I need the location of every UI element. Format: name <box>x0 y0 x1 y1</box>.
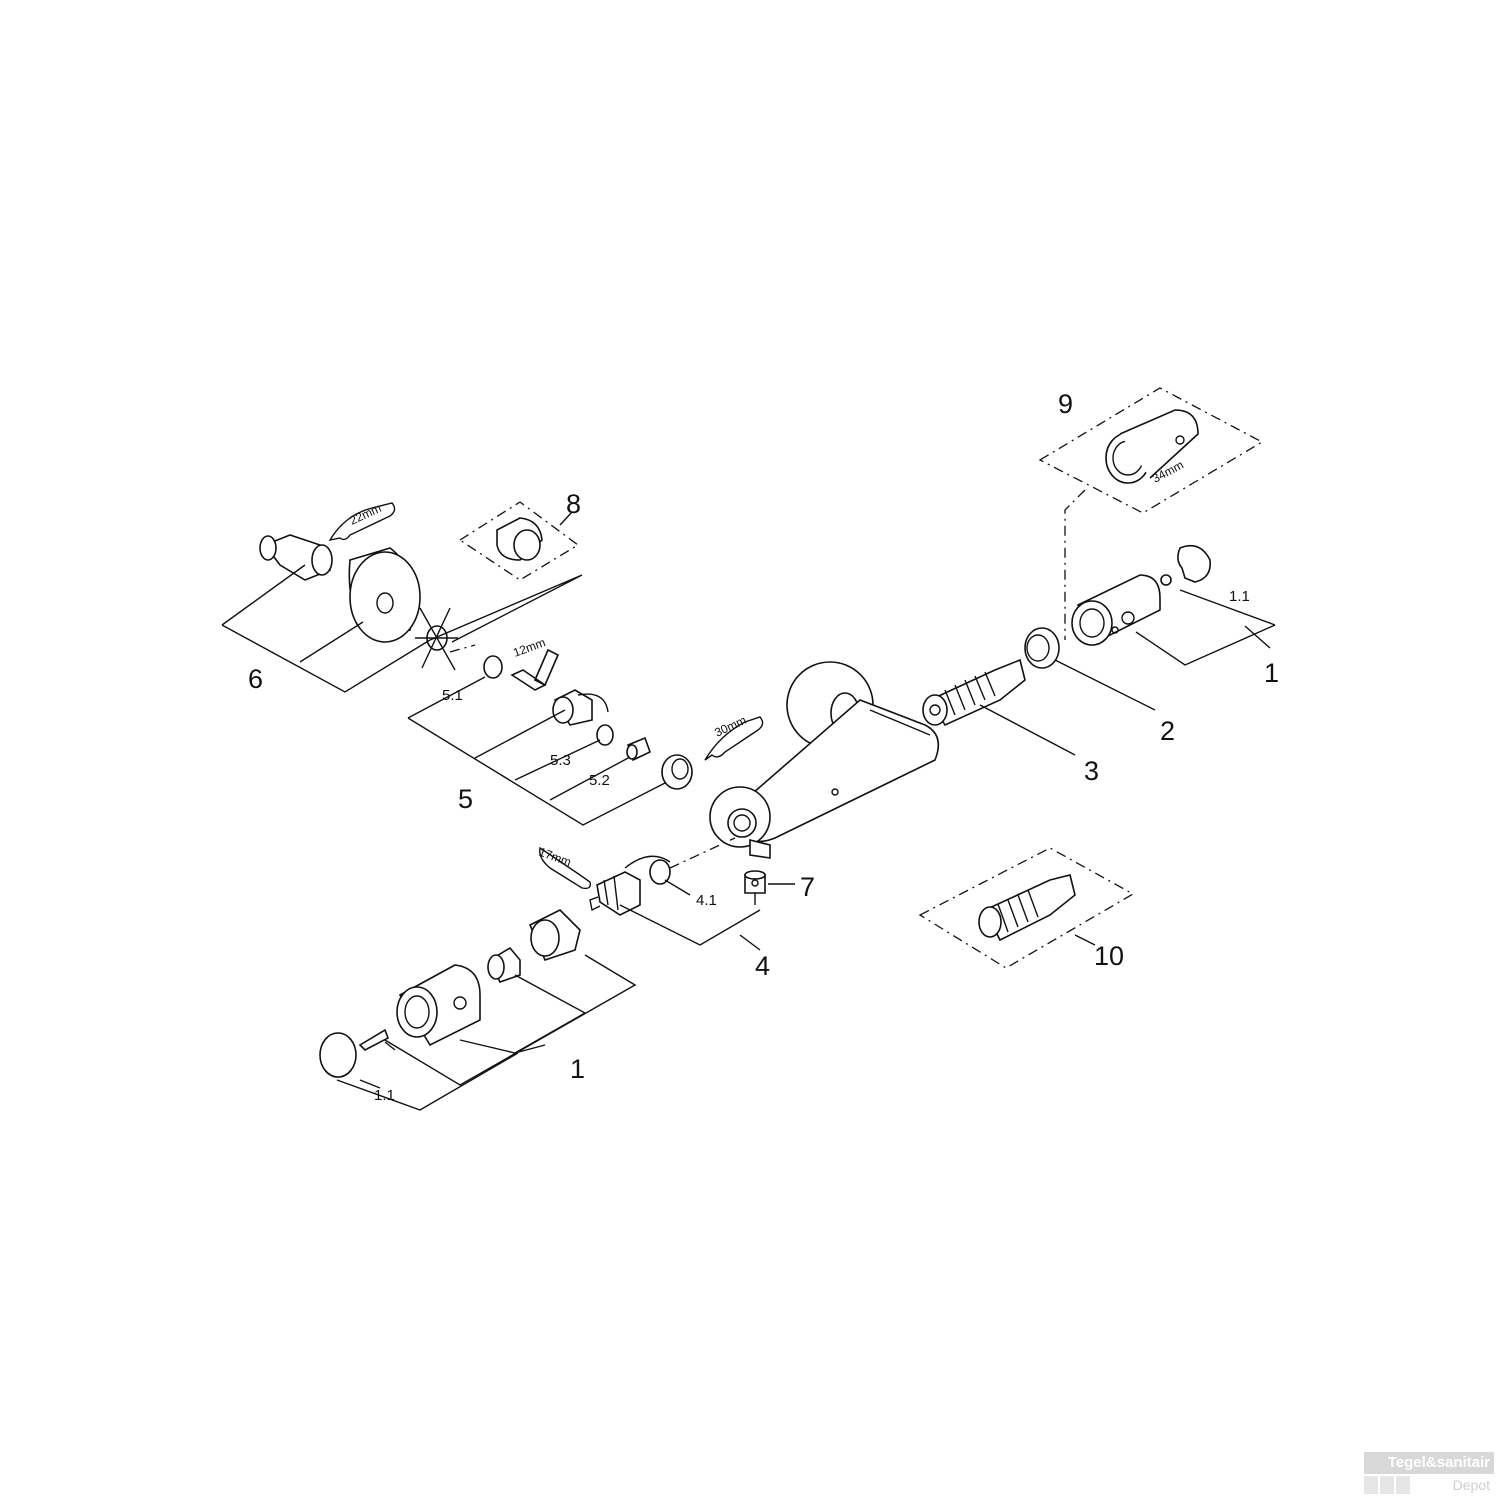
callout-1-left: 1 <box>570 1054 585 1084</box>
insert-5-2 <box>626 736 651 762</box>
callout-1-right: 1 <box>1264 658 1279 688</box>
s-union-connector-6 <box>259 534 333 581</box>
thermostatic-cartridge-3 <box>922 658 1026 727</box>
callout-4: 4 <box>755 951 770 981</box>
callout-5-3: 5.3 <box>550 752 571 769</box>
rotation-arrow-4 <box>624 855 671 869</box>
union-nut-5 <box>661 754 693 790</box>
tile-icon <box>1396 1476 1410 1494</box>
o-ring-4-1 <box>649 859 671 885</box>
watermark-logo: Tegel&sanitair Depot <box>1364 1452 1494 1496</box>
callout-5-1: 5.1 <box>442 687 463 704</box>
wrench-30mm-icon <box>704 716 764 761</box>
callout-6: 6 <box>248 664 263 694</box>
adapter-box-8 <box>458 501 580 581</box>
sealing-washer-star <box>415 607 458 671</box>
leader-lines <box>221 489 1276 1111</box>
callout-10: 10 <box>1094 941 1124 971</box>
adapter-nut-left <box>487 946 521 983</box>
handle-cap-right <box>1160 544 1212 586</box>
service-tool-box-9 <box>1038 387 1264 514</box>
tool-label-12mm: 12mm <box>511 635 547 660</box>
adapter-flange-left <box>528 909 581 961</box>
o-ring-5-3 <box>596 724 614 746</box>
tile-icon <box>1380 1476 1394 1494</box>
callout-8: 8 <box>566 489 581 519</box>
callout-9: 9 <box>1058 389 1073 419</box>
check-valve-5 <box>552 689 609 726</box>
watermark-icons <box>1364 1476 1424 1494</box>
callout-5-2: 5.2 <box>589 772 610 789</box>
wrench-22mm-icon <box>328 502 396 541</box>
ring-nut-2 <box>1024 627 1060 669</box>
callout-1-1-right: 1.1 <box>1229 588 1250 605</box>
watermark-brand: Tegel&sanitair <box>1364 1452 1494 1474</box>
filter-5-1 <box>483 655 503 679</box>
wall-rosette-6 <box>348 547 421 643</box>
cartridge-box-10 <box>918 847 1135 969</box>
wrench-17mm-icon <box>539 846 592 890</box>
screw-7 <box>744 870 766 894</box>
callout-3: 3 <box>1084 756 1099 786</box>
watermark-sub: Depot <box>1452 1477 1490 1493</box>
thermostat-handle-right <box>1071 574 1161 646</box>
callout-2: 2 <box>1160 716 1175 746</box>
callout-7: 7 <box>800 872 815 902</box>
callout-5: 5 <box>458 784 473 814</box>
flow-handle-left <box>396 964 481 1047</box>
drop-icon <box>1364 1476 1378 1494</box>
callout-4-1: 4.1 <box>696 892 717 909</box>
tool-label-22mm: 22mm <box>347 501 383 528</box>
handle-cap-left <box>319 1028 389 1078</box>
allen-key-12mm <box>510 648 560 691</box>
mixer-body <box>709 661 940 859</box>
tool-label-30mm: 30mm <box>712 713 748 740</box>
callout-1-1-left: 1.1 <box>374 1087 395 1104</box>
callout-labels: 1 2 3 4 5 6 7 8 9 10 1 1.1 1.1 4.1 5.1 5… <box>248 389 1279 1104</box>
shutoff-cartridge-4 <box>589 871 641 916</box>
tool-label-17mm: 17mm <box>537 845 573 870</box>
